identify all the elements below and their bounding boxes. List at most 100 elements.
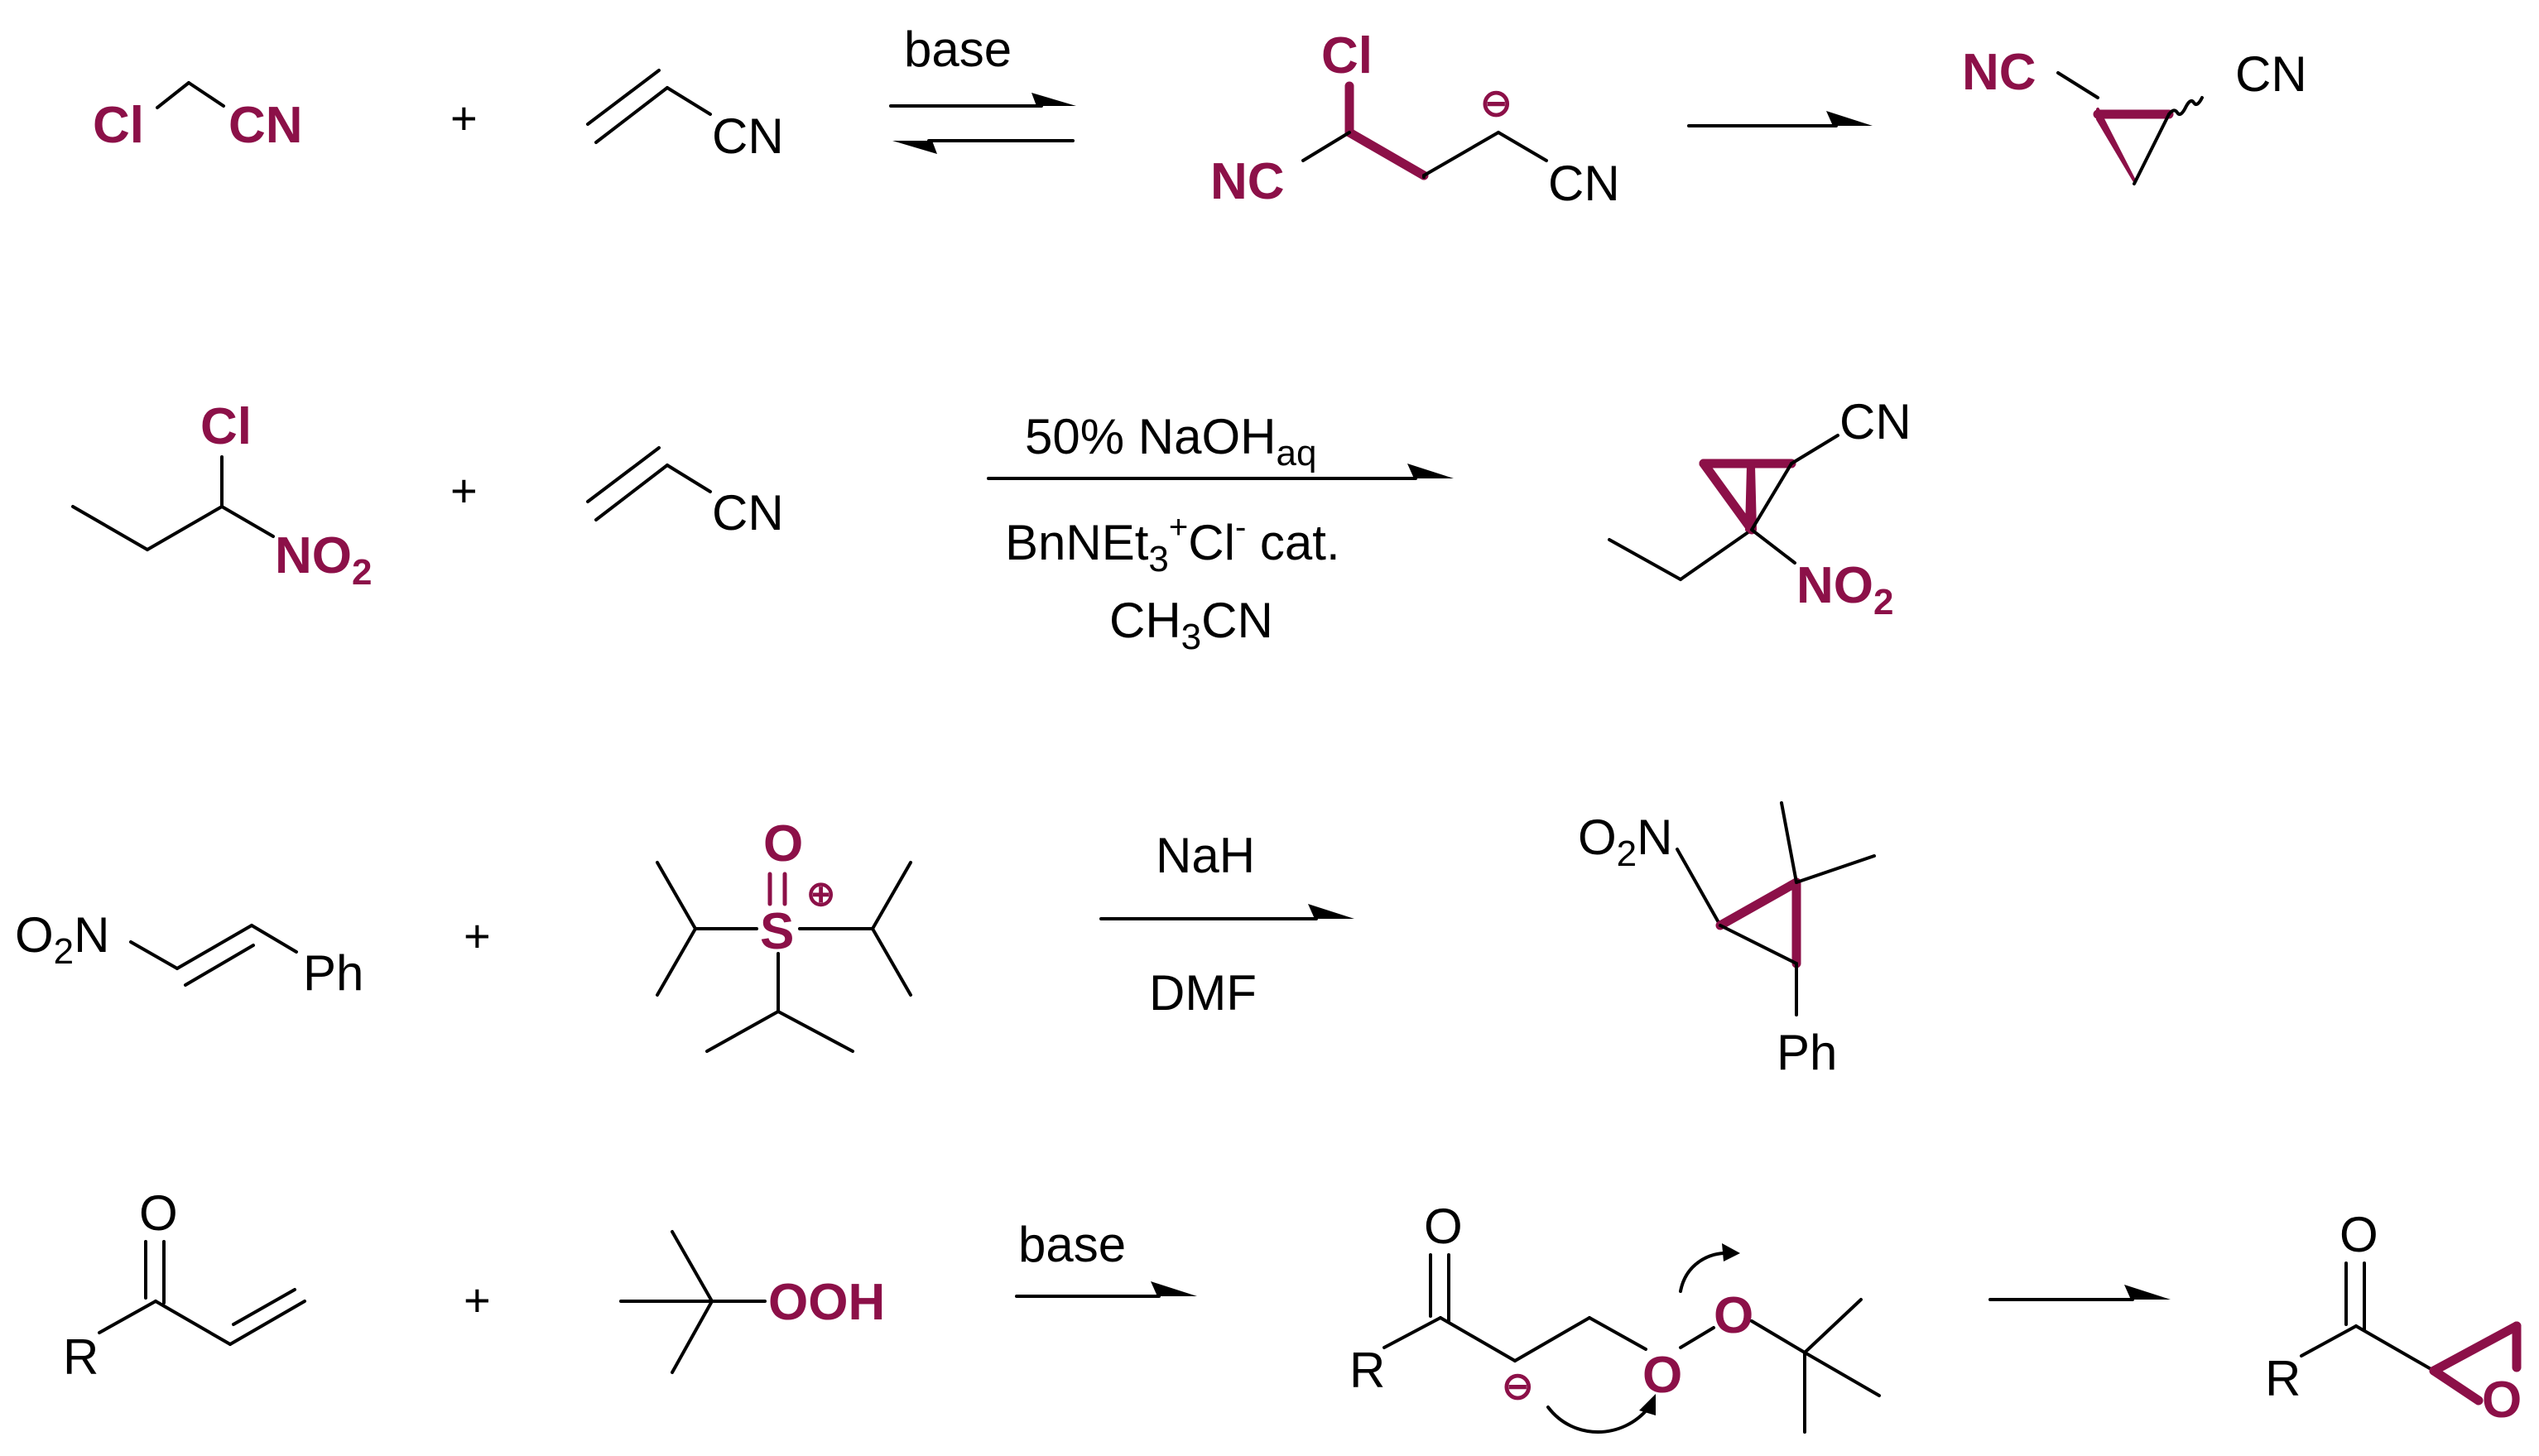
conditions-catalyst: BnNEt3+Cl- cat. — [1005, 509, 1340, 579]
bond — [671, 1300, 714, 1374]
bond — [98, 1300, 157, 1334]
bond — [705, 1010, 780, 1053]
r2-no2-label: NO2 — [275, 527, 372, 593]
bond — [2133, 113, 2171, 185]
r-group-label: R — [1349, 1343, 1385, 1398]
bond — [220, 505, 275, 538]
bond — [1608, 538, 1682, 581]
chloroacetonitrile: Cl CN — [93, 81, 303, 154]
bond — [1676, 848, 1722, 927]
epoxy-ketone-product: O R O — [2265, 1207, 2522, 1429]
bond — [2056, 71, 2099, 99]
double-bond — [228, 1300, 306, 1346]
enolate-peroxide-intermediate: O R ⊖ O O — [1349, 1199, 1881, 1434]
peroxide-o2-label: O — [1714, 1287, 1753, 1344]
bond — [871, 861, 912, 930]
carbanion-intermediate: Cl NC CN ⊖ — [1210, 27, 1620, 211]
ph-label: Ph — [1777, 1025, 1837, 1080]
oxygen-label: O — [139, 1185, 178, 1241]
reaction-arrow — [987, 464, 1454, 480]
double-bond — [594, 86, 669, 144]
bond — [1719, 924, 1798, 965]
conditions-solvent: CH3CN — [1109, 593, 1273, 657]
reaction-2: Cl NO2 + CN 50% NaOHaq BnNEt3+Cl- cat. C… — [71, 394, 1911, 657]
bond — [1780, 801, 1798, 884]
bond — [777, 1010, 854, 1053]
double-bond — [184, 944, 255, 987]
reaction-arrow — [1687, 111, 1873, 127]
prod-nc-label: NC — [1962, 44, 2036, 101]
chloronitropropane: Cl NO2 — [71, 398, 372, 593]
epoxide-oxygen-label: O — [2482, 1372, 2522, 1429]
bond — [1513, 1316, 1591, 1362]
prod-cn-label: CN — [2235, 46, 2307, 102]
negative-charge-icon: ⊖ — [1480, 81, 1512, 124]
highlighted-bond — [1344, 127, 1429, 180]
bond — [1750, 1319, 1806, 1354]
highlighted-bond — [2429, 1321, 2522, 1376]
prod-cn-label: CN — [1839, 394, 1911, 449]
bond — [71, 505, 149, 551]
dimethylnitrocyclopropane: O2N Ph — [1578, 801, 1876, 1080]
reaction-1: Cl CN + CN base Cl NC CN — [93, 22, 2307, 211]
bond — [656, 861, 697, 930]
bond — [146, 505, 224, 551]
cn-label: CN — [712, 485, 784, 541]
double-bond — [232, 1288, 296, 1326]
bond — [666, 86, 712, 116]
oxygen-label: O — [2339, 1207, 2378, 1262]
double-bond — [586, 69, 661, 126]
plus-sign: + — [450, 92, 478, 144]
equilibrium-arrow — [889, 93, 1076, 154]
bond — [1750, 462, 1793, 531]
bond — [1803, 1298, 1863, 1354]
tert-butyl-hydroperoxide: OOH — [619, 1230, 885, 1374]
bond — [871, 927, 912, 997]
int-nc-label: NC — [1210, 153, 1285, 210]
double-bond — [586, 446, 661, 503]
int-cn-label: CN — [1548, 156, 1620, 211]
conditions-base: base — [1018, 1217, 1126, 1272]
bond — [1803, 1351, 1881, 1397]
acrylonitrile: CN — [586, 69, 784, 164]
int-cl-label: Cl — [1321, 27, 1373, 84]
positive-charge-icon: ⊕ — [806, 874, 835, 913]
bond — [1795, 854, 1876, 884]
conditions-naoh: 50% NaOHaq — [1025, 409, 1316, 473]
bond — [1679, 528, 1753, 581]
r1-cl-label: Cl — [93, 97, 144, 154]
bond — [666, 464, 712, 493]
wedge-bond — [2096, 108, 2136, 182]
electron-push-arrow — [1546, 1406, 1651, 1434]
bond — [1383, 1316, 1442, 1349]
bond — [1750, 528, 1796, 565]
highlighted-bond — [2429, 1366, 2484, 1406]
r1-bond — [187, 81, 225, 108]
o2n-label: O2N — [1578, 810, 1673, 874]
bond — [1439, 1316, 1517, 1362]
r1-cn-label: CN — [228, 97, 303, 154]
highlighted-bond — [1715, 877, 1801, 930]
r2-cl-label: Cl — [200, 398, 252, 455]
reaction-arrow — [1988, 1285, 2171, 1301]
highlighted-bond — [1699, 459, 1757, 535]
wavy-bond — [2167, 96, 2204, 116]
nitrocyclopropane-product: CN NO2 — [1608, 394, 1911, 622]
dicyanocyclopropane: NC CN — [1962, 44, 2307, 185]
r-group-label: R — [2265, 1351, 2301, 1406]
ph-label: Ph — [303, 945, 363, 1001]
oxygen-label: O — [763, 815, 803, 872]
oxygen-label: O — [1424, 1199, 1463, 1254]
electron-push-arrow — [1679, 1251, 1732, 1293]
bond — [2300, 1324, 2358, 1357]
bond — [656, 927, 697, 997]
prod-no2-label: NO2 — [1796, 557, 1893, 622]
sulfur-label: S — [760, 903, 794, 960]
bond — [1422, 131, 1500, 177]
bond — [1301, 131, 1351, 162]
bond — [250, 924, 298, 954]
peroxide-o1-label: O — [1642, 1347, 1682, 1404]
nitrostyrene: O2N Ph — [15, 907, 363, 1001]
double-bond — [176, 924, 253, 970]
